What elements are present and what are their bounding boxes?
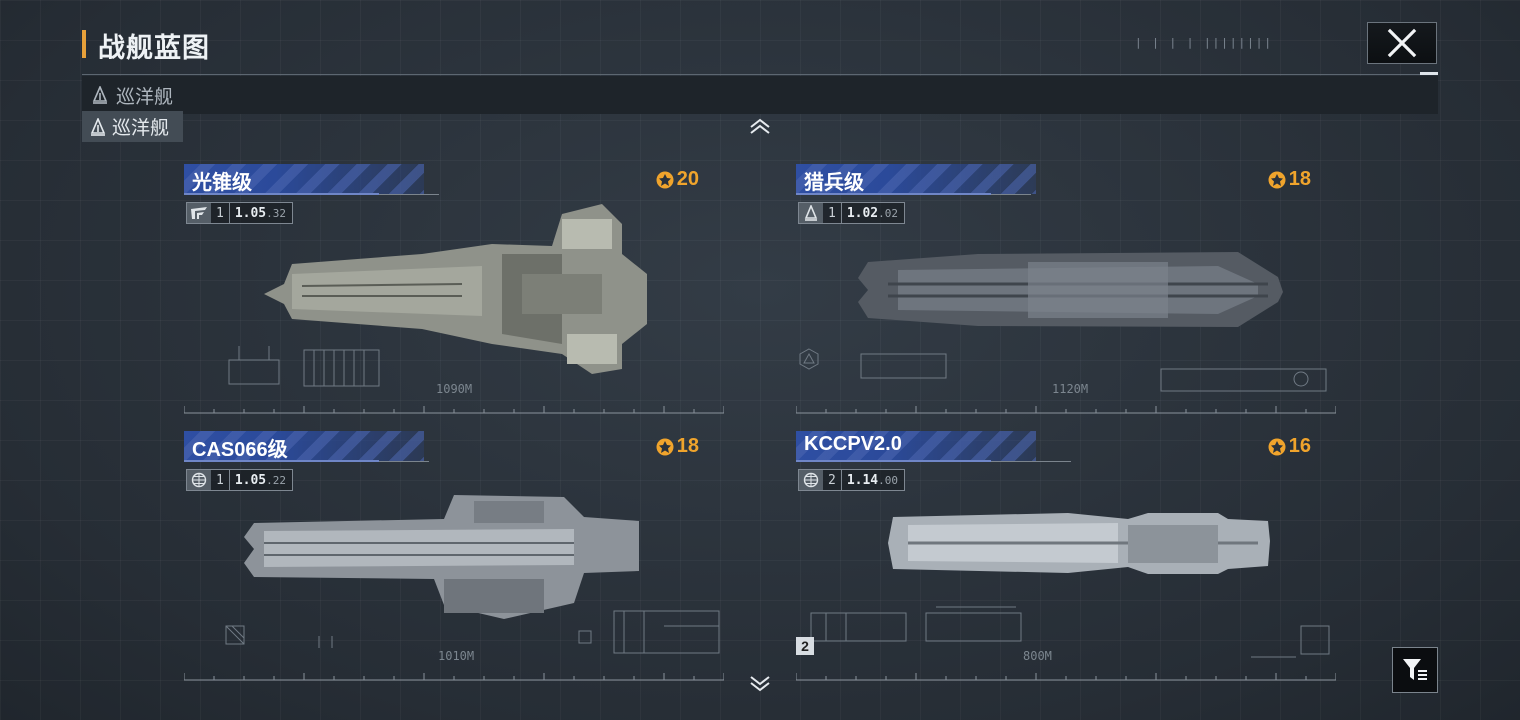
header-divider (82, 74, 1438, 75)
ship-cost-value: 20 (676, 168, 699, 190)
ship-cost: 18 (1267, 168, 1311, 191)
ship-card-cas066[interactable]: CAS066级 1 1.05 .22 18 1010M (184, 431, 724, 681)
close-button[interactable] (1367, 22, 1437, 64)
ship-stat-main: 1.05 (234, 205, 267, 221)
ship-name-band (184, 164, 424, 195)
ship-blueprint-image (264, 204, 647, 374)
ship-stat-sub: .02 (878, 206, 899, 220)
ship-cost: 16 (1267, 435, 1311, 458)
ship-length: 1010M (438, 649, 475, 663)
category-option-cruiser[interactable]: 巡洋舰 (82, 111, 184, 142)
cost-badge-icon (1268, 171, 1286, 188)
ship-name-band (796, 431, 1036, 462)
ship-cost-value: 18 (676, 435, 699, 457)
scale-ruler (184, 673, 724, 681)
leader-line (379, 194, 439, 195)
ship-name-band (796, 164, 1036, 195)
ship-stat-main: 1.02 (846, 205, 879, 221)
ship-card-guangzhui[interactable]: 光锥级 1 1.05 .32 20 1090M (184, 164, 724, 414)
filter-icon (1403, 659, 1427, 680)
ship-stat-box: 1 1.05 .22 (186, 469, 294, 491)
close-icon (1387, 28, 1417, 58)
ship-blueprint-image (244, 495, 639, 619)
ship-name: CAS066级 (192, 439, 288, 461)
leader-line (379, 461, 429, 462)
blueprint-schematic (228, 346, 380, 387)
scale-ruler (796, 406, 1336, 414)
globe-icon (799, 470, 823, 490)
cost-badge-icon (656, 171, 674, 188)
leader-line (991, 461, 1071, 462)
page-title: 战舰蓝图 (98, 33, 210, 63)
category-option-label: 巡洋舰 (112, 118, 170, 139)
ship-stat-count: 1 (823, 203, 842, 223)
header-tick-marks: | | | | |||||||| (1135, 36, 1273, 49)
ship-name: 猎兵级 (804, 172, 864, 194)
header-divider-end (1420, 72, 1438, 75)
category-dropdown-label: 巡洋舰 (116, 86, 174, 108)
chevron-up-icon (750, 118, 770, 134)
ship-name: 光锥级 (192, 172, 252, 194)
title-accent (82, 30, 86, 58)
ship-tier-badge: 2 (796, 637, 814, 655)
ship-stat-main: 1.05 (234, 472, 267, 488)
scale-ruler (184, 406, 724, 414)
scroll-up-button[interactable] (748, 118, 772, 134)
ship-blueprint-image (858, 252, 1283, 327)
globe-icon (187, 470, 211, 490)
ship-stat-sub: .00 (878, 473, 899, 487)
blueprint-schematic (799, 348, 1327, 392)
filter-button[interactable] (1392, 647, 1438, 693)
ship-stat-box: 2 1.14 .00 (798, 469, 906, 491)
ship-stat-sub: .22 (266, 473, 287, 487)
cost-badge-icon (1268, 438, 1286, 455)
ship-class-icon (799, 203, 823, 223)
ship-card-kccpv2[interactable]: KCCPV2.0 2 1.14 .00 16 2 800M (796, 431, 1336, 681)
scale-ruler (796, 673, 1336, 681)
ship-stat-main: 1.14 (846, 472, 879, 488)
cost-badge-icon (656, 438, 674, 455)
ship-name: KCCPV2.0 (804, 433, 902, 455)
blueprint-schematic (225, 610, 720, 654)
ship-length: 1090M (436, 382, 473, 396)
ship-stat-box: 1 1.05 .32 (186, 202, 294, 224)
ship-length: 800M (1023, 649, 1052, 663)
faction-emblem-icon (187, 203, 211, 223)
ship-cost: 20 (655, 168, 699, 191)
ship-cost-value: 16 (1288, 435, 1311, 457)
ship-length: 1120M (1052, 382, 1089, 396)
ship-stat-sub: .32 (266, 206, 287, 220)
ship-blueprint-image (888, 513, 1270, 574)
chevron-down-icon (750, 676, 770, 692)
ship-card-liebing[interactable]: 猎兵级 1 1.02 .02 18 1120M (796, 164, 1336, 414)
leader-line (991, 194, 1031, 195)
ship-name-band (184, 431, 424, 462)
cruiser-class-icon (92, 86, 108, 104)
ship-stat-box: 1 1.02 .02 (798, 202, 906, 224)
scroll-down-button[interactable] (748, 676, 772, 692)
ship-stat-count: 2 (823, 470, 842, 490)
ship-cost-value: 18 (1288, 168, 1311, 190)
ship-stat-count: 1 (211, 470, 230, 490)
cruiser-class-icon (90, 117, 106, 136)
blueprint-schematic (810, 606, 1330, 658)
category-dropdown[interactable]: 巡洋舰 (82, 76, 1438, 114)
ship-stat-count: 1 (211, 203, 230, 223)
ship-cost: 18 (655, 435, 699, 458)
